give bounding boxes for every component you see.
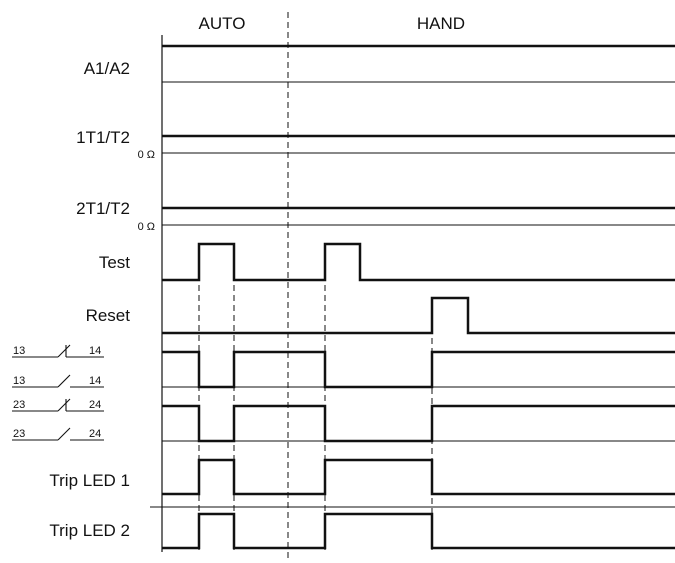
contact-blade — [57, 374, 71, 388]
label-reset: Reset — [86, 306, 131, 325]
signal-2t1t2 — [162, 206, 675, 226]
contact-blade — [57, 398, 71, 412]
signal-trace — [162, 512, 675, 550]
contact-number: 13 — [13, 375, 25, 387]
contact-number: 14 — [89, 375, 101, 387]
mode-hand-label: HAND — [417, 14, 465, 33]
ohm-label-1: 0 Ω — [138, 149, 155, 161]
signal-trace — [162, 242, 675, 282]
contact-number: 23 — [13, 399, 25, 411]
contact-number: 14 — [89, 345, 101, 357]
label-trip-led-1: Trip LED 1 — [49, 471, 130, 490]
contact-number: 23 — [13, 428, 25, 440]
signal-trace — [162, 404, 675, 443]
contact-number: 13 — [13, 345, 25, 357]
label-a1a2: A1/A2 — [84, 59, 130, 78]
contact-blade — [57, 344, 71, 358]
label-trip-led-2: Trip LED 2 — [49, 521, 130, 540]
signal-trip-led-2 — [162, 512, 675, 550]
contact-23-24-nc: 23 24 — [12, 398, 104, 412]
signal-23-24-nc — [162, 404, 675, 443]
signal-trace — [162, 350, 675, 389]
label-2t1t2: 2T1/T2 — [76, 199, 130, 218]
signal-trip-led-1 — [162, 458, 675, 496]
contact-number: 24 — [89, 399, 101, 411]
ohm-label-2: 0 Ω — [138, 221, 155, 233]
signal-reset — [162, 296, 675, 335]
signal-13-14-nc — [162, 350, 675, 389]
contact-23-24-no: 23 24 — [12, 427, 104, 441]
contact-13-14-no: 13 14 — [12, 374, 104, 388]
signal-trace — [162, 296, 675, 335]
signal-test — [162, 242, 675, 282]
label-1t1t2: 1T1/T2 — [76, 128, 130, 147]
contact-blade — [57, 427, 71, 441]
signal-a1a2 — [162, 44, 675, 83]
signal-1t1t2 — [162, 134, 675, 154]
label-test: Test — [99, 253, 130, 272]
contact-number: 24 — [89, 428, 101, 440]
mode-auto-label: AUTO — [199, 14, 246, 33]
signal-trace — [162, 458, 675, 496]
event-markers — [198, 245, 433, 550]
contact-13-14-nc: 13 14 — [12, 344, 104, 358]
